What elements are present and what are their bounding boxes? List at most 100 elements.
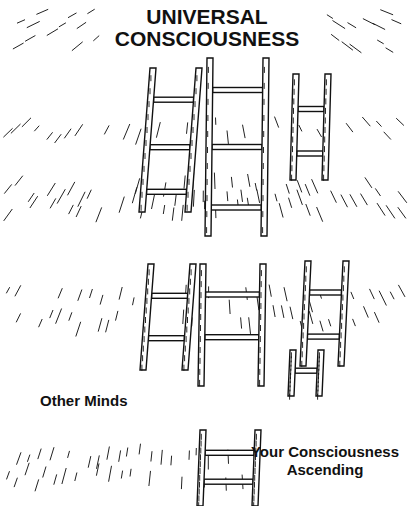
ray-dash [136,129,142,145]
ray-dash [161,450,162,465]
rail-hatch [196,88,197,94]
ray-dash [243,125,246,138]
ray-dash [275,194,277,202]
ray-dash [348,23,357,28]
ray-dash [386,48,394,53]
rail-hatch [256,434,257,440]
ray-dash [320,321,323,332]
ray-dash [149,471,151,486]
rail-hatch [187,205,188,211]
ray-dash [58,288,62,298]
ray-dash [396,118,404,125]
rail-hatch [263,131,264,137]
rail-hatch [201,441,202,447]
rail-hatch [190,279,191,285]
ray-dash [370,289,375,299]
rail-hatch [293,98,294,104]
ray-dash [350,44,362,53]
rail-hatch [148,279,149,285]
rail-hatch [260,303,261,309]
ray-dash [68,451,70,458]
ray-dash [69,312,72,320]
rail-hatch [200,336,201,342]
rail-hatch [289,394,290,400]
rail-hatch [146,140,147,146]
rail-hatch [191,153,192,159]
ray-dash [78,192,85,207]
rail-hatch [188,298,189,304]
ray-dash [241,190,243,202]
rail-hatch [325,108,326,114]
ray-dash [281,305,284,318]
ray-dash [286,184,289,194]
rail-hatch [144,166,145,172]
ladder-rail [338,261,349,366]
ray-dash [273,305,275,317]
ray-dash [4,209,13,221]
ray-dash [76,322,81,337]
rail-hatch [293,108,294,114]
ray-dash [100,295,103,305]
rail-hatch [303,332,304,338]
ray-dash [151,451,152,461]
ray-dash [17,20,25,24]
ray-dash [196,448,197,455]
rail-hatch [323,165,324,171]
ladder-rail [140,264,154,370]
ray-dash [54,474,57,484]
ray-dash [214,173,216,189]
rail-hatch [263,115,264,121]
label: Your Consciousness Ascending [250,443,400,479]
rail-hatch [339,361,340,367]
ray-dash [27,455,30,462]
ray-dash [75,124,83,136]
rail-hatch [199,369,200,375]
ladder-rail [290,74,299,180]
rail-hatch [261,270,262,276]
ray-dash [156,122,160,138]
ray-dash [68,13,77,18]
rail-hatch [141,205,142,211]
ray-dash [93,36,99,41]
rail-hatch [206,211,207,217]
rail-hatch [206,227,207,233]
rail-hatch [149,269,150,275]
rail-hatch [341,323,342,329]
rail-hatch [201,281,202,287]
rail-hatch [207,115,208,121]
rail-hatch [186,327,187,333]
ray-dash [77,22,86,28]
rail-hatch [195,101,196,107]
ray-dash [15,285,21,296]
rail-hatch [293,127,294,133]
rail-hatch [141,365,142,371]
ray-dash [297,180,302,192]
ray-dash [362,117,370,126]
ladder-rail [139,68,156,212]
rail-hatch [264,83,265,89]
ladder-rail [288,350,296,396]
rail-hatch [293,118,294,124]
rail-hatch [264,67,265,73]
rail-hatch [199,475,200,481]
rail-hatch [183,365,184,371]
ray-dash [329,319,331,326]
ray-dash [317,207,323,222]
ray-dash [28,193,34,202]
ladder [205,58,269,236]
rail-hatch [189,179,190,185]
rail-hatch [145,317,146,323]
rail-hatch [144,327,145,333]
rail-hatch [200,314,201,320]
ray-dash [309,311,313,324]
ray-dash [109,466,112,482]
ray-dash [379,291,386,306]
ray-dash [17,452,22,464]
ray-dash [305,184,310,196]
ray-dash [364,306,369,317]
ray-dash [327,15,333,19]
rail-hatch [263,195,264,201]
rail-hatch [262,211,263,217]
ladder-rail [258,264,266,386]
ray-dash [331,34,339,40]
